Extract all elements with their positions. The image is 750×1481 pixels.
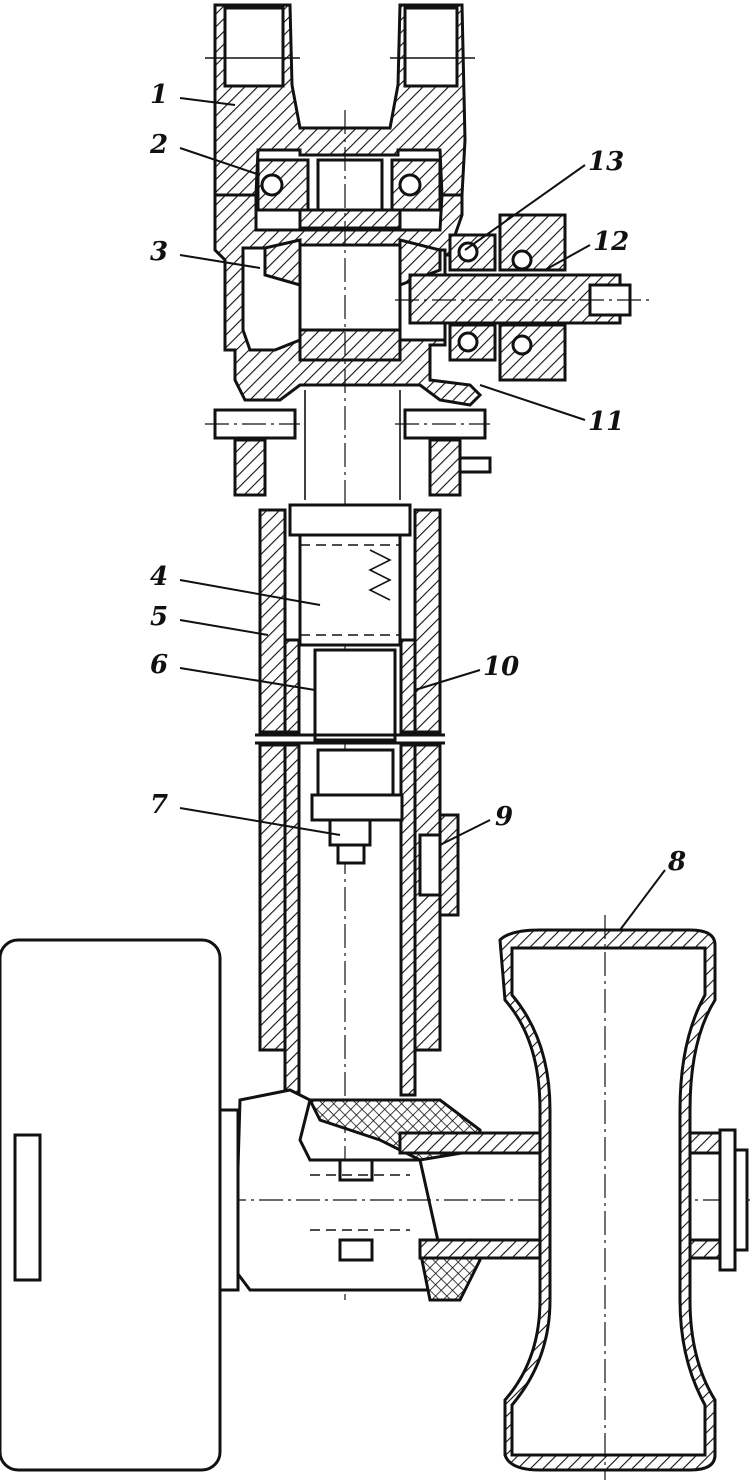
upper-bearing bbox=[256, 158, 442, 230]
callout-1: 1 bbox=[150, 80, 168, 110]
flange-bolts bbox=[205, 408, 492, 497]
callout-5: 5 bbox=[150, 602, 168, 632]
callout-8: 8 bbox=[667, 847, 686, 877]
callout-11: 11 bbox=[588, 407, 624, 437]
callout-10: 10 bbox=[483, 652, 519, 682]
callout-labels: 1 2 3 4 5 6 7 8 9 10 11 12 13 bbox=[149, 80, 686, 877]
callout-9: 9 bbox=[495, 802, 513, 832]
side-bracket-plate bbox=[438, 813, 460, 917]
inner-strut-tube bbox=[283, 390, 417, 1097]
callout-3: 3 bbox=[150, 237, 168, 267]
damper-cylinder bbox=[288, 503, 412, 742]
callout-13: 13 bbox=[588, 147, 624, 177]
outer-strut-tube bbox=[258, 508, 442, 1052]
upper-fork-housing bbox=[205, 3, 475, 197]
callout-2: 2 bbox=[149, 130, 168, 160]
callout-leaders bbox=[179, 97, 666, 931]
callout-7: 7 bbox=[150, 790, 168, 820]
input-shaft bbox=[395, 213, 650, 382]
callout-12: 12 bbox=[593, 227, 629, 257]
piston-nut bbox=[310, 748, 404, 865]
left-wheel bbox=[0, 938, 222, 1472]
callout-6: 6 bbox=[150, 650, 168, 680]
callout-4: 4 bbox=[150, 562, 168, 592]
right-wheel bbox=[498, 915, 717, 1480]
left-wheel-hub-cap bbox=[13, 1133, 42, 1282]
